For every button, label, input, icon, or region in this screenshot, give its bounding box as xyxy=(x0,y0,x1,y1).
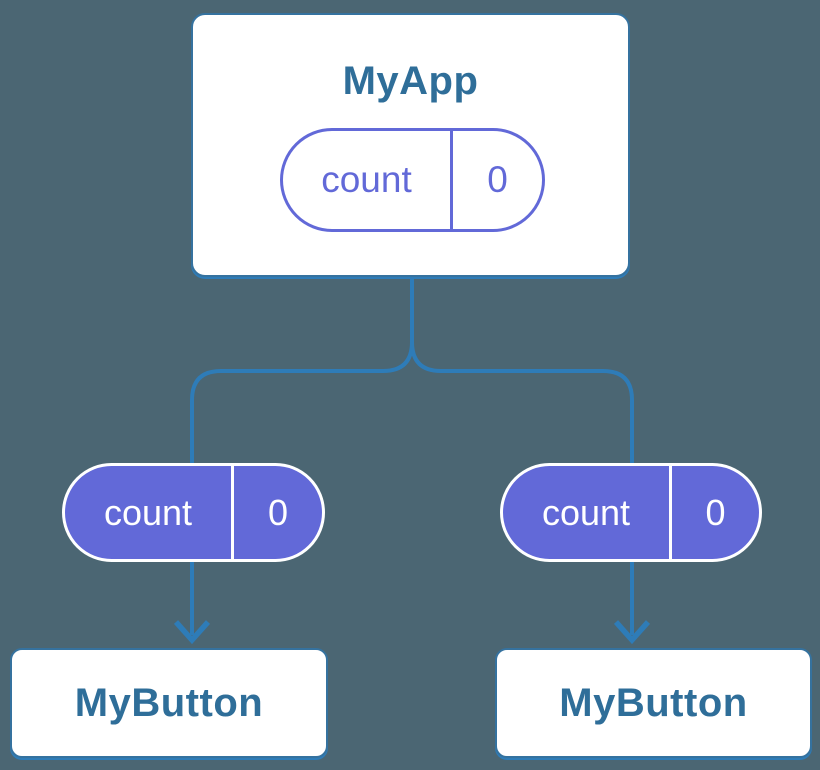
component-title-myapp: MyApp xyxy=(342,59,479,103)
prop-pill-value: 0 xyxy=(267,491,289,533)
prop-pill-key: count xyxy=(541,491,631,533)
pill-divider xyxy=(450,131,453,229)
prop-pill-key: count xyxy=(103,491,193,533)
arrowhead-right-icon xyxy=(613,620,651,645)
state-pill-key: count xyxy=(321,159,412,200)
component-card-mybutton-left: MyButton xyxy=(10,648,328,758)
prop-pill-left: count 0 xyxy=(62,463,325,562)
edge-right-line xyxy=(410,272,634,635)
component-title-mybutton-right: MyButton xyxy=(559,680,748,725)
prop-pill-value: 0 xyxy=(705,491,726,533)
state-pill-myapp: count 0 xyxy=(280,128,545,232)
component-title-mybutton-left: MyButton xyxy=(74,680,264,725)
arrowhead-left-icon xyxy=(173,620,211,645)
prop-pill-right: count 0 xyxy=(500,463,762,562)
component-card-mybutton-right: MyButton xyxy=(495,648,812,758)
pill-divider xyxy=(231,466,234,559)
pill-divider xyxy=(669,466,672,559)
edge-left-line xyxy=(190,272,414,635)
state-pill-value: 0 xyxy=(487,159,508,200)
